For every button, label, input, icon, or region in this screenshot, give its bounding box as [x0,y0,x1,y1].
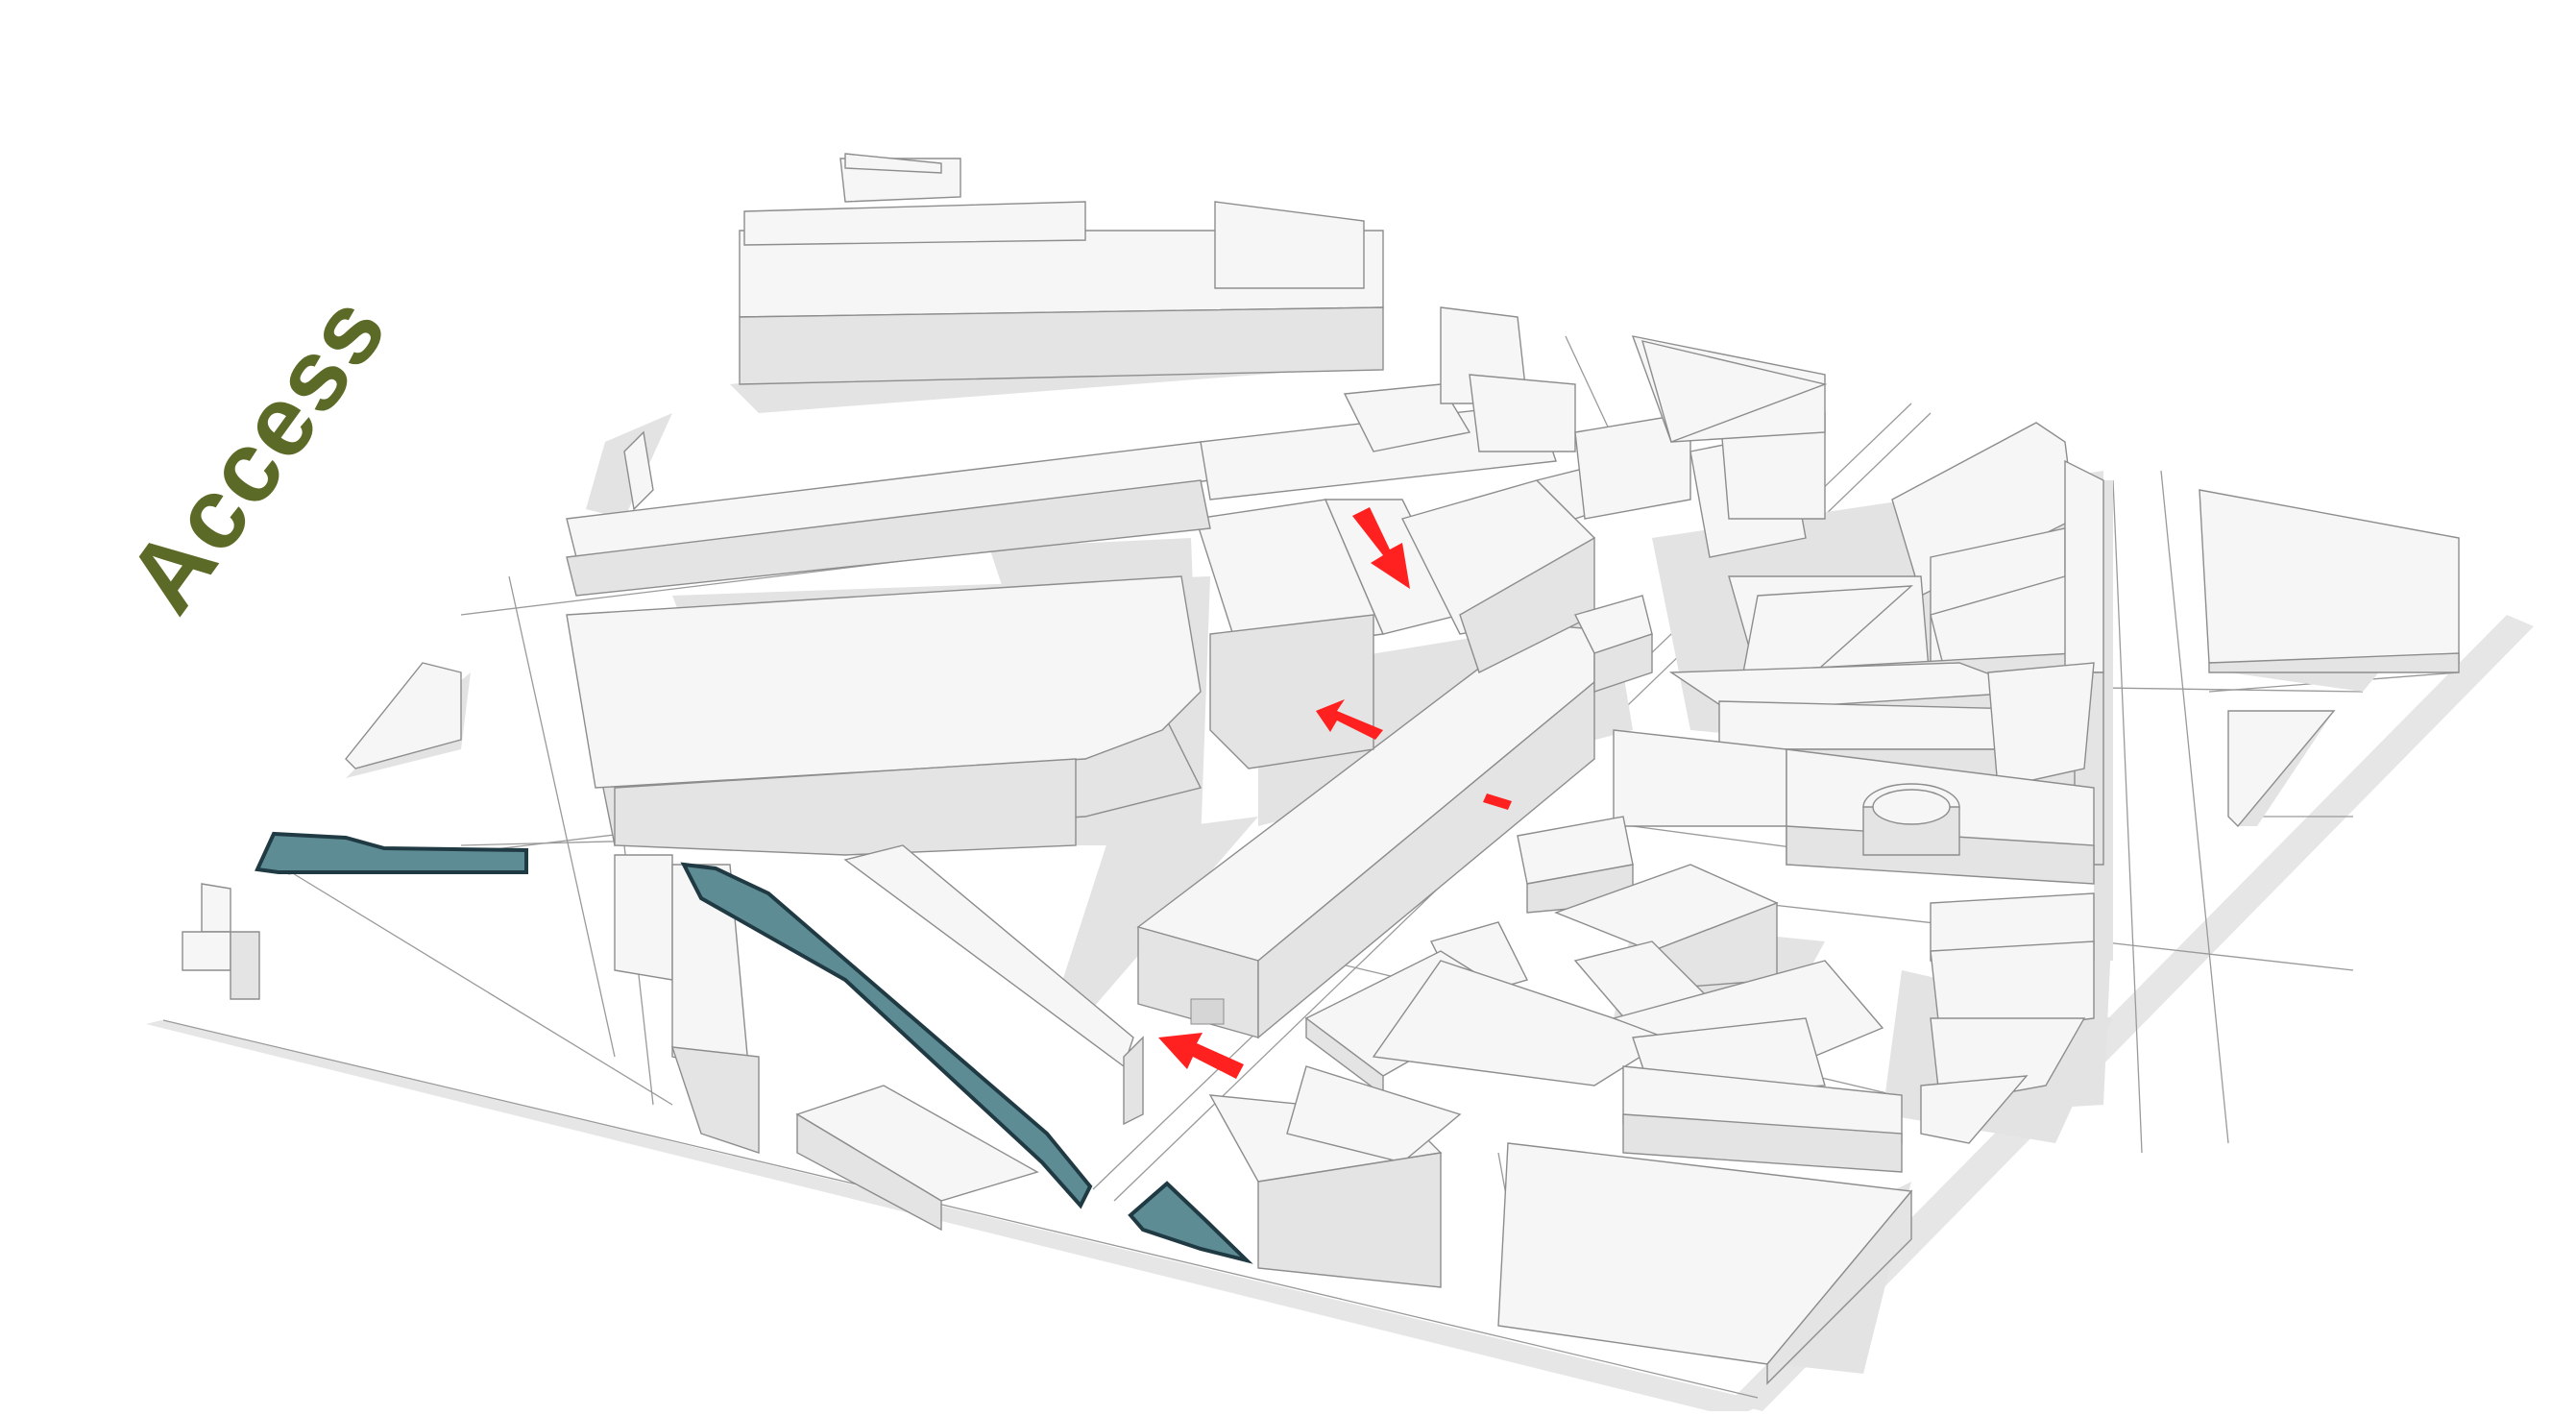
canal-west [257,834,526,872]
canal-south [1130,1184,1247,1260]
terrace-row-north [740,159,1383,384]
access-arrow-south [1158,1033,1244,1079]
